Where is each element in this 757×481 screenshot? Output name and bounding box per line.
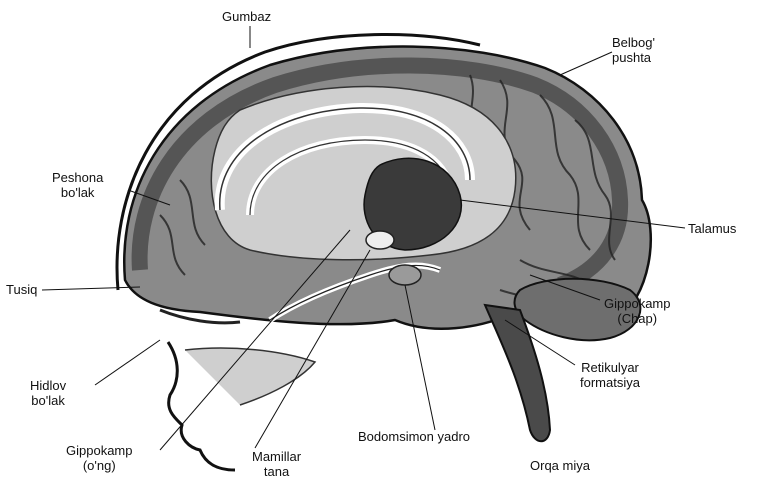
label-talamus: Talamus <box>688 221 736 236</box>
label-bodomsimon-yadro: Bodomsimon yadro <box>358 429 470 444</box>
label-tusiq: Tusiq <box>6 282 37 297</box>
mammillary-body <box>366 231 394 249</box>
label-hidlov-bolak: Hidlov bo'lak <box>30 378 66 408</box>
label-mamillar-tana: Mamillar tana <box>252 449 301 479</box>
face-shadow <box>185 348 315 405</box>
label-retikulyar-formatsiya: Retikulyar formatsiya <box>580 360 640 390</box>
label-gippokamp-chap: Gippokamp (Chap) <box>604 296 670 326</box>
label-gippokamp-ong: Gippokamp (o'ng) <box>66 443 132 473</box>
label-orqa-miya: Orqa miya <box>530 458 590 473</box>
amygdala <box>389 265 421 285</box>
label-peshona-bolak: Peshona bo'lak <box>52 170 103 200</box>
label-gumbaz: Gumbaz <box>222 9 271 24</box>
label-belbog-pushta: Belbog' pushta <box>612 35 655 65</box>
